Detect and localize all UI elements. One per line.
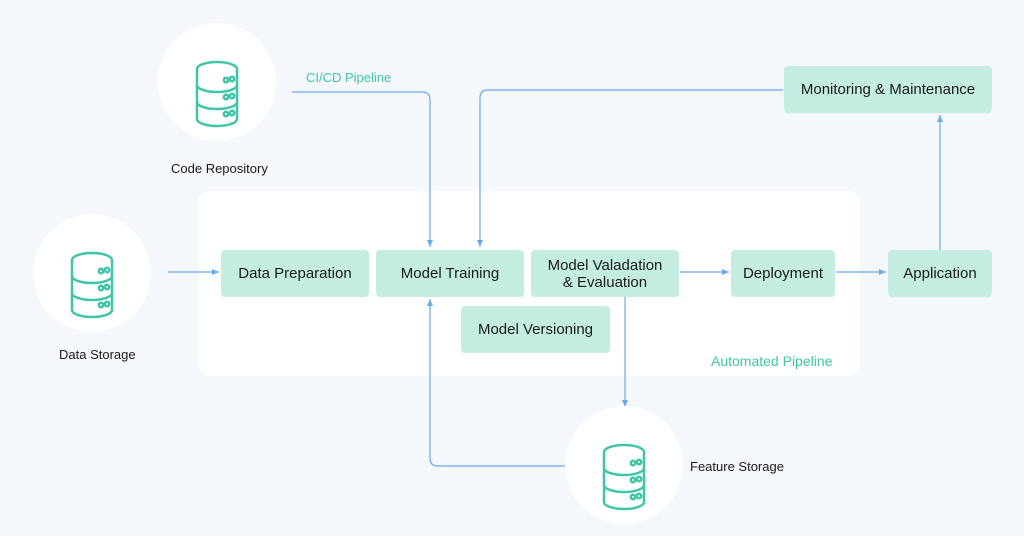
arrow-monitoring-to-training <box>477 89 783 247</box>
model-training-box: Model Training <box>376 250 524 297</box>
monitoring-maintenance-text: Monitoring & Maintenance <box>800 81 976 98</box>
database-icon <box>195 60 239 128</box>
model-versioning-box: Model Versioning <box>461 306 610 353</box>
database-icon <box>70 251 114 319</box>
model-validation-box: Model Valadation & Evaluation <box>531 250 679 297</box>
code-repository-label: Code Repository <box>171 161 268 176</box>
arrow-cicd-to-training <box>292 91 433 247</box>
feature-storage-circle <box>565 406 683 524</box>
deployment-text: Deployment <box>742 265 824 282</box>
model-validation-text-line1: Model Valadation <box>547 256 663 274</box>
model-validation-text-line2: & Evaluation <box>562 273 648 291</box>
monitoring-maintenance-box: Monitoring & Maintenance <box>784 66 992 113</box>
model-training-text: Model Training <box>400 265 500 282</box>
data-storage-label: Data Storage <box>59 347 136 362</box>
data-storage-circle <box>33 214 151 332</box>
application-text: Application <box>903 265 977 282</box>
arrow-feature-storage-to-training <box>427 299 567 467</box>
cicd-pipeline-label: CI/CD Pipeline <box>306 70 392 85</box>
database-icon <box>602 443 646 511</box>
data-preparation-box: Data Preparation <box>221 250 369 297</box>
code-repository-circle <box>158 23 276 141</box>
feature-storage-label: Feature Storage <box>690 459 784 474</box>
model-versioning-text: Model Versioning <box>477 321 594 338</box>
data-preparation-text: Data Preparation <box>238 265 352 282</box>
automated-pipeline-label: Automated Pipeline <box>711 353 833 369</box>
application-box: Application <box>888 250 992 297</box>
deployment-box: Deployment <box>731 250 835 297</box>
